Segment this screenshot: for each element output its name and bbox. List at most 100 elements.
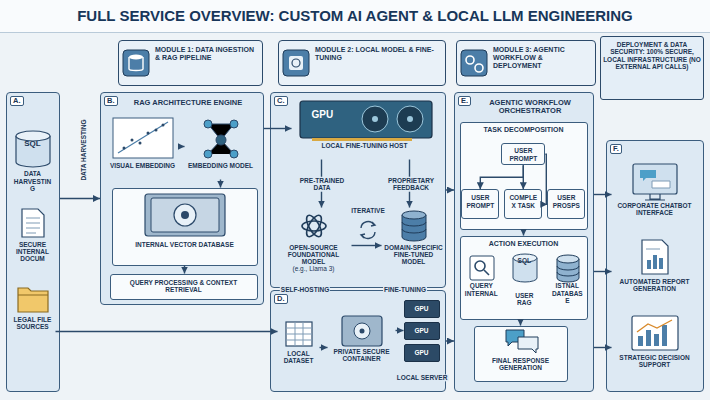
dataset-grid <box>286 322 312 346</box>
node-text: ISTNAL DATABASE <box>550 282 584 304</box>
node-text: DOMAIN-SPECIFIC FINE-TUNED MODEL <box>384 244 444 266</box>
vault-icon <box>145 194 225 236</box>
node-text: MODULE 2: LOCAL MODEL & FINE-TUNING <box>315 46 443 62</box>
section-panel: B.RAG ARCHITECTURE ENGINEVISUAL EMBEDDIN… <box>100 92 264 305</box>
database-icon <box>557 266 579 276</box>
monitor-icon <box>633 164 677 200</box>
chat-icon <box>518 337 538 353</box>
node-text: OPEN-SOURCE FOUNDATIONAL MODEL <box>278 244 350 266</box>
module-icon <box>461 50 487 76</box>
gpu-box: GPU <box>404 344 440 362</box>
chat-icon <box>506 330 538 353</box>
icon-node: SQL DATA HARVESTING <box>10 128 56 200</box>
flow-arrow <box>480 165 523 189</box>
scatter-chart <box>113 118 173 158</box>
node-text: SQL <box>12 140 54 149</box>
icon-node: SECURE INTERNAL DOCUM <box>10 205 56 271</box>
sql-cylinder <box>16 136 50 167</box>
chart-icon <box>632 316 678 350</box>
network-icon <box>208 124 234 154</box>
cycle-icon <box>362 232 375 238</box>
flow-label: FINE-TUNING <box>383 286 427 293</box>
gpu-card <box>362 106 388 132</box>
search-icon <box>470 256 494 280</box>
scatter-chart <box>131 139 134 142</box>
node-text: USER PROMPT <box>464 194 496 209</box>
sql-cylinder <box>513 254 537 282</box>
module-icon <box>129 55 143 60</box>
flow-arrow <box>396 330 404 331</box>
folder-icon <box>18 288 48 312</box>
database-icon <box>402 211 426 219</box>
node-text: DATA HARVESTING <box>12 170 54 192</box>
section-panel: F.CORPORATE CHATBOT INTERFACEAUTOMATED R… <box>606 140 704 392</box>
flow-label: PRE-TRAINED DATA <box>294 177 350 192</box>
flow-label: DATA HARVESTING <box>80 118 87 181</box>
chart-icon <box>637 320 672 332</box>
node-text: USER RAG <box>507 292 541 307</box>
flow-arrow <box>184 266 185 274</box>
node-text: A. <box>10 96 24 106</box>
node-text: SQL <box>507 257 541 264</box>
container-icon <box>354 323 370 339</box>
process-box: USER PROMPT <box>461 189 499 219</box>
module-icon <box>461 50 487 76</box>
chart-icon <box>638 336 643 346</box>
module-header: MODULE 3: AGENTIC WORKFLOW & DEPLOYMENT <box>456 40 596 86</box>
callout-box: DEPLOYMENT & DATA SECURITY: 100% SECURE,… <box>600 36 704 100</box>
icon-node: OPEN-SOURCE FOUNDATIONAL MODEL(e.g., Lla… <box>276 208 352 284</box>
process-box: FINAL RESPONSE GENERATION <box>474 326 568 382</box>
container-icon <box>342 316 382 346</box>
node-text: QUERY PROCESSING & CONTEXT RETRIEVAL <box>113 279 255 294</box>
module-icon <box>466 56 474 64</box>
node-text: PRIVATE SECURE CONTAINER <box>330 348 394 363</box>
icon-node: SQL USER RAG <box>505 251 543 313</box>
node-text: MODULE 1: DATA INGESTION & RAG PIPELINE <box>155 46 260 62</box>
dataset-grid <box>286 322 312 346</box>
node-text: VISUAL EMBEDDING <box>109 162 177 169</box>
chart-icon <box>632 316 678 350</box>
sql-cylinder <box>16 131 50 141</box>
database-icon <box>402 211 426 241</box>
diagram-title: FULL SERVICE OVERVIEW: CUSTOM AI AGENT &… <box>0 0 710 32</box>
module-header: MODULE 1: DATA INGESTION & RAG PIPELINE <box>118 40 263 86</box>
node-text: GPU <box>407 349 437 356</box>
report-icon <box>659 258 663 269</box>
node-text: GPU <box>312 109 334 120</box>
sql-cylinder <box>513 254 537 262</box>
icon-node: QUERY INTERNAL <box>462 251 500 313</box>
icon-node: LOCAL DATASET <box>278 318 320 378</box>
dataset-grid <box>286 322 312 346</box>
scatter-chart <box>155 129 158 132</box>
module-icon <box>123 50 149 76</box>
gpu-card <box>397 106 423 132</box>
process-box: USER PROMPT <box>501 143 545 165</box>
node-text: C. <box>274 96 288 106</box>
icon-node: LEGAL FILE SOURCES <box>10 280 56 346</box>
node-text: TASK DECOMPOSITION <box>463 126 585 134</box>
gpu-card <box>407 116 413 122</box>
scatter-chart <box>139 142 142 145</box>
icon-node: DOMAIN-SPECIFIC FINE-TUNED MODEL <box>382 208 446 284</box>
report-icon <box>642 240 668 274</box>
flow-arrow <box>56 331 278 332</box>
icon-node: AUTOMATED REPORT GENERATION <box>612 236 698 308</box>
node-text: INTERNAL VECTOR DATABASE <box>115 241 255 248</box>
flow-arrow <box>179 146 185 147</box>
node-text: QUERY INTERNAL <box>464 282 498 297</box>
chat-icon <box>506 330 524 346</box>
monitor-icon <box>652 181 670 188</box>
flow-label: PROPRIETARY FEEDBACK <box>381 177 441 192</box>
container-icon <box>360 329 365 334</box>
node-text: AUTOMATED REPORT GENERATION <box>614 278 696 293</box>
node-text: D. <box>274 294 288 304</box>
container-icon <box>342 316 382 346</box>
flow-arrow <box>594 347 612 348</box>
monitor-icon <box>640 170 656 181</box>
report-icon <box>642 240 668 274</box>
flow-arrow <box>320 347 328 348</box>
flow-arrow <box>523 165 524 189</box>
gpu-card <box>300 101 432 141</box>
node-text: ACTION EXECUTION <box>463 240 585 248</box>
database-icon <box>557 259 579 282</box>
